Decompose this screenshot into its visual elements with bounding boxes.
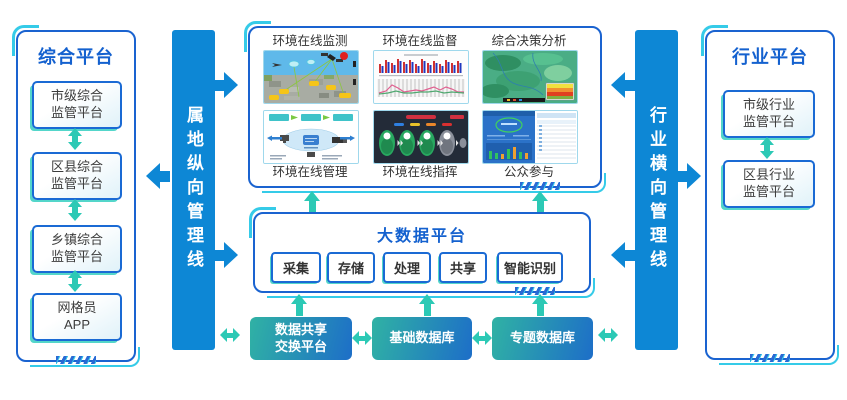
bigdata-panel-title: 大数据平台: [376, 228, 467, 245]
app-cell-management: 环境在线管理: [263, 110, 359, 181]
module-collect-box: 采集: [271, 252, 321, 283]
dashes-decoration-icon: [56, 356, 96, 364]
arrow-left-icon: [146, 163, 170, 189]
thumbnail-label: 环境在线指挥: [382, 165, 458, 179]
public-participation-thumbnail: [482, 110, 578, 164]
app-cell-public: 公众参与: [482, 110, 578, 181]
online-command-dashboard-thumbnail: [373, 110, 469, 164]
dashes-decoration-icon: [515, 287, 555, 295]
bigdata-platform-panel: 大数据平台 采集 存储 处理 共享 智能识别: [249, 207, 595, 298]
app-cell-monitoring: 环境在线监测: [263, 33, 359, 104]
thumbnail-label: 环境在线监督: [382, 34, 458, 48]
double-arrow-horizontal-icon: [220, 328, 240, 342]
arrow-left-icon: [611, 242, 635, 268]
applications-panel: 环境在线监测 环境在线监督: [244, 21, 606, 193]
double-arrow-vertical-icon: [68, 199, 82, 221]
double-arrow-vertical-icon: [760, 137, 774, 159]
app-cell-supervision: 环境在线监督: [373, 33, 469, 104]
app-cell-decision: 综合决策分析: [482, 33, 578, 104]
city-comprehensive-platform-box: 市级综合 监管平台: [32, 81, 122, 129]
up-arrow-icon: [304, 191, 320, 213]
double-arrow-vertical-icon: [68, 128, 82, 150]
up-arrow-icon: [532, 191, 548, 213]
industry-horizontal-management-bar: 行业横向管理线: [635, 30, 678, 350]
arrow-right-icon: [214, 242, 238, 268]
environment-management-thumbnail: [263, 110, 359, 164]
app-cell-command: 环境在线指挥: [373, 110, 469, 181]
thumbnail-label: 环境在线监测: [272, 34, 348, 48]
double-arrow-horizontal-icon: [598, 328, 618, 342]
up-arrow-icon: [419, 294, 435, 316]
module-process-box: 处理: [383, 252, 431, 283]
right-panel-title: 行业平台: [732, 47, 808, 67]
arrow-right-icon: [677, 163, 701, 189]
double-arrow-horizontal-icon: [472, 331, 492, 345]
district-comprehensive-platform-box: 区县综合 监管平台: [32, 152, 122, 200]
double-arrow-vertical-icon: [68, 270, 82, 292]
comprehensive-platform-panel: 综合平台 市级综合 监管平台 区县综合 监管平台 乡镇综合 监管平台 网格员 A…: [12, 25, 140, 367]
up-arrow-icon: [532, 294, 548, 316]
grid-worker-app-box: 网格员 APP: [32, 293, 122, 341]
module-share-box: 共享: [439, 252, 487, 283]
decision-analysis-map-thumbnail: [482, 50, 578, 104]
township-comprehensive-platform-box: 乡镇综合 监管平台: [32, 225, 122, 273]
up-arrow-icon: [291, 294, 307, 316]
module-storage-box: 存储: [327, 252, 375, 283]
thumbnail-label: 公众参与: [503, 165, 554, 179]
environment-monitoring-thumbnail: [263, 50, 359, 104]
data-exchange-platform-box: 数据共享 交换平台: [250, 317, 352, 360]
environment-supervision-thumbnail: [373, 50, 469, 104]
arrow-left-icon: [611, 72, 635, 98]
double-arrow-horizontal-icon: [352, 331, 372, 345]
district-industry-platform-box: 区县行业 监管平台: [723, 160, 815, 208]
module-ai-recognition-box: 智能识别: [497, 252, 563, 283]
industry-platform-panel: 行业平台 市级行业 监管平台 区县行业 监管平台: [701, 25, 839, 365]
territorial-vertical-management-bar: 属地纵向管理线: [172, 30, 215, 350]
thumbnail-label: 环境在线管理: [272, 165, 348, 179]
thumbnail-label: 综合决策分析: [491, 34, 567, 48]
left-panel-title: 综合平台: [38, 47, 114, 67]
thematic-database-box: 专题数据库: [492, 317, 593, 360]
arrow-right-icon: [214, 72, 238, 98]
basic-database-box: 基础数据库: [372, 317, 472, 360]
dashes-decoration-icon: [520, 182, 560, 190]
dashes-decoration-icon: [750, 354, 790, 362]
city-industry-platform-box: 市级行业 监管平台: [723, 90, 815, 138]
